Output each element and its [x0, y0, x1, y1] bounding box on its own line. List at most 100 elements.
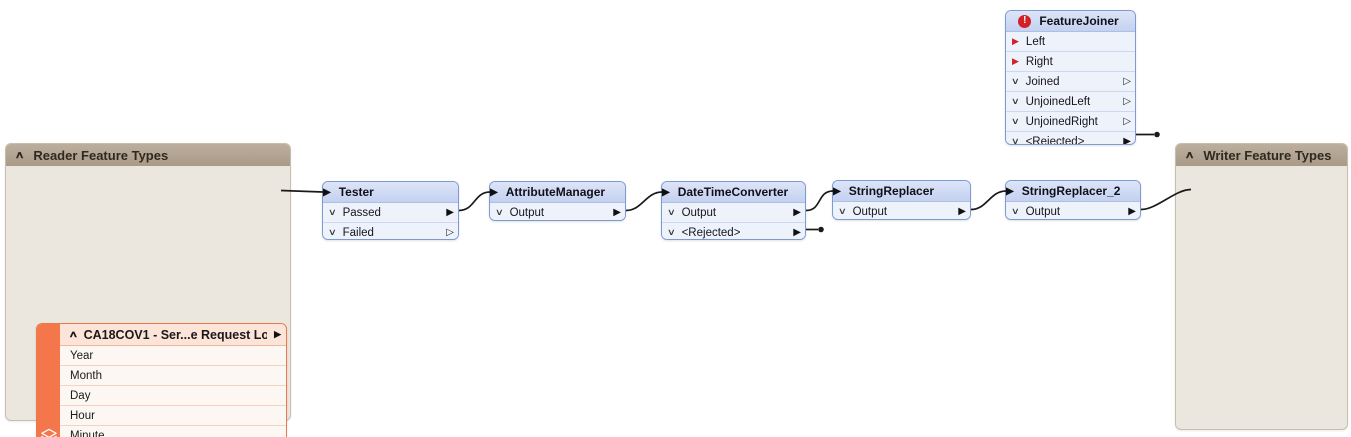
- port-row-left[interactable]: ▶ Left: [1006, 32, 1135, 52]
- chevron-down-icon[interactable]: ∨: [1010, 96, 1020, 106]
- port-row-failed[interactable]: ∨Failed▷: [323, 223, 458, 239]
- reader-panel-header[interactable]: ∧ Reader Feature Types: [6, 144, 290, 166]
- port-row-joined[interactable]: ∨Joined▷: [1006, 72, 1135, 92]
- port-label: <Rejected>: [1025, 135, 1085, 145]
- collapse-chevron-icon[interactable]: ∧: [1184, 149, 1195, 161]
- collapse-chevron-icon[interactable]: ∧: [14, 149, 25, 161]
- chevron-down-icon[interactable]: ∨: [494, 207, 504, 217]
- connection-wire[interactable]: [970, 190, 1007, 211]
- port-row-output[interactable]: ∨ Output ▶: [1006, 202, 1140, 219]
- port-label: Left: [1025, 35, 1046, 48]
- attribute-row[interactable]: Month: [60, 366, 286, 386]
- chevron-down-icon[interactable]: ∨: [327, 207, 337, 217]
- connection-wire[interactable]: [458, 191, 491, 212]
- unconnected-input-port-icon[interactable]: ▶: [1012, 56, 1019, 66]
- port-label: Right: [1025, 55, 1053, 68]
- connection-wire[interactable]: [625, 191, 663, 212]
- output-port-icon[interactable]: ▶: [958, 205, 966, 217]
- port-label: Output: [1025, 205, 1061, 218]
- transformer-tester[interactable]: ▶Tester∨Passed▶∨Failed▷: [322, 181, 459, 240]
- port-row-rejected[interactable]: ∨ <Rejected> ▶: [1006, 132, 1135, 145]
- writer-panel-title: Writer Feature Types: [1203, 147, 1332, 163]
- unconnected-output-port-icon[interactable]: ▷: [1123, 95, 1131, 107]
- transformer-header[interactable]: ▶ DateTimeConverter: [662, 182, 805, 203]
- transformer-header[interactable]: ▶ StringReplacer: [833, 181, 970, 202]
- chevron-down-icon[interactable]: ∨: [1010, 116, 1020, 126]
- transformer-stringreplacer_2[interactable]: ▶ StringReplacer_2∨ Output ▶: [1005, 180, 1141, 220]
- chevron-down-icon[interactable]: ∨: [666, 207, 676, 217]
- error-badge-icon: !: [1018, 14, 1032, 28]
- attribute-label: Minute: [70, 429, 105, 437]
- output-port-icon[interactable]: ▶: [1123, 135, 1131, 145]
- chevron-down-icon[interactable]: ∨: [327, 227, 337, 237]
- transformer-featurejoiner[interactable]: !FeatureJoiner▶Left▶Right∨Joined▷∨Unjoin…: [1005, 10, 1136, 145]
- transformer-header[interactable]: ! FeatureJoiner: [1006, 11, 1135, 32]
- reader-node-title: CA18COV1 - Ser...e Request Loca: [83, 327, 268, 342]
- wire-endpoint-dot[interactable]: [818, 226, 824, 233]
- transformer-header[interactable]: ▶ StringReplacer_2: [1006, 181, 1140, 202]
- attribute-label: Hour: [70, 409, 95, 422]
- chevron-down-icon[interactable]: ∨: [1010, 136, 1020, 145]
- transformer-title: StringReplacer_2: [1021, 184, 1121, 198]
- connection-wire[interactable]: [280, 189, 324, 193]
- unconnected-output-port-icon[interactable]: ▷: [1123, 115, 1131, 127]
- unconnected-input-port-icon[interactable]: ▶: [1012, 36, 1019, 46]
- unconnected-output-port-icon[interactable]: ▷: [446, 226, 454, 238]
- transformer-title: DateTimeConverter: [677, 185, 789, 199]
- attribute-row[interactable]: Year: [60, 346, 286, 366]
- transformer-attributemanager[interactable]: ▶ AttributeManager ∨Output▶: [489, 181, 626, 221]
- port-row-right[interactable]: ▶ Right: [1006, 52, 1135, 72]
- connection-wire[interactable]: [805, 190, 834, 212]
- connection-wire[interactable]: [1140, 188, 1192, 211]
- attribute-row[interactable]: Hour: [60, 406, 286, 426]
- output-port-icon[interactable]: ▶: [613, 206, 621, 218]
- chevron-down-icon[interactable]: ∨: [837, 206, 847, 216]
- transformer-header[interactable]: ▶ Tester: [323, 182, 458, 203]
- chevron-down-icon[interactable]: ∨: [1010, 76, 1020, 86]
- writer-feature-types-panel: ∧ Writer Feature Types ▶ ∧ 311-requests …: [1175, 143, 1348, 430]
- transformer-header[interactable]: ▶ AttributeManager: [490, 182, 625, 203]
- port-row-passed[interactable]: ∨ Passed ▶: [323, 203, 458, 223]
- attribute-row[interactable]: Minute: [60, 426, 286, 437]
- transformer-title: FeatureJoiner: [1039, 14, 1119, 28]
- port-label: <Rejected>: [681, 226, 741, 239]
- port-row-output[interactable]: ∨Output▶: [490, 203, 625, 220]
- port-label: Output: [852, 205, 888, 218]
- output-port-icon[interactable]: ▶: [793, 226, 801, 238]
- port-row-rejected[interactable]: ∨ <Rejected> ▶: [662, 223, 805, 239]
- input-port-icon[interactable]: ▶: [833, 185, 841, 197]
- transformer-title: StringReplacer: [848, 184, 935, 198]
- chevron-down-icon[interactable]: ∨: [1010, 206, 1020, 216]
- reader-node-header[interactable]: ∧ CA18COV1 - Ser...e Request Loca ▶: [60, 324, 286, 346]
- port-row-unjoinedleft[interactable]: ∨UnjoinedLeft▷: [1006, 92, 1135, 112]
- input-port-icon[interactable]: ▶: [490, 186, 498, 198]
- port-row-unjoinedright[interactable]: ∨ UnjoinedRight ▷: [1006, 112, 1135, 132]
- port-label: UnjoinedRight: [1025, 115, 1098, 128]
- reader-feature-types-panel: ∧ Reader Feature Types ∧ CA18COV1 - Ser.…: [5, 143, 291, 437]
- transformer-title: AttributeManager: [505, 185, 606, 199]
- output-port-icon[interactable]: ▶: [793, 206, 801, 218]
- input-port-icon[interactable]: ▶: [323, 186, 331, 198]
- writer-panel-header[interactable]: ∧ Writer Feature Types: [1176, 144, 1347, 166]
- output-port-icon[interactable]: ▶: [274, 329, 281, 339]
- transformer-stringreplacer[interactable]: ▶ StringReplacer∨ Output ▶: [832, 180, 971, 220]
- port-row-output[interactable]: ∨ Output ▶: [833, 202, 970, 219]
- unconnected-output-port-icon[interactable]: ▷: [1123, 75, 1131, 87]
- layers-icon: [39, 427, 59, 437]
- input-port-icon[interactable]: ▶: [662, 186, 670, 198]
- port-label: Output: [681, 206, 717, 219]
- reader-feature-type-node[interactable]: ∧ CA18COV1 - Ser...e Request Loca ▶ Year…: [36, 323, 287, 437]
- port-row-output[interactable]: ∨ Output ▶: [662, 203, 805, 223]
- transformer-datetimeconverter[interactable]: ▶DateTimeConverter∨Output▶∨<Rejected>▶: [661, 181, 806, 240]
- transformer-title: Tester: [338, 185, 374, 199]
- chevron-down-icon[interactable]: ∨: [666, 227, 676, 237]
- wire-endpoint-dot[interactable]: [1154, 131, 1160, 138]
- output-port-icon[interactable]: ▶: [1128, 205, 1136, 217]
- port-label: Passed: [342, 206, 381, 219]
- attribute-row[interactable]: Day: [60, 386, 286, 406]
- output-port-icon[interactable]: ▶: [446, 206, 454, 218]
- collapse-chevron-icon[interactable]: ∧: [68, 329, 79, 339]
- attribute-label: Month: [70, 369, 102, 382]
- input-port-icon[interactable]: ▶: [1006, 185, 1014, 197]
